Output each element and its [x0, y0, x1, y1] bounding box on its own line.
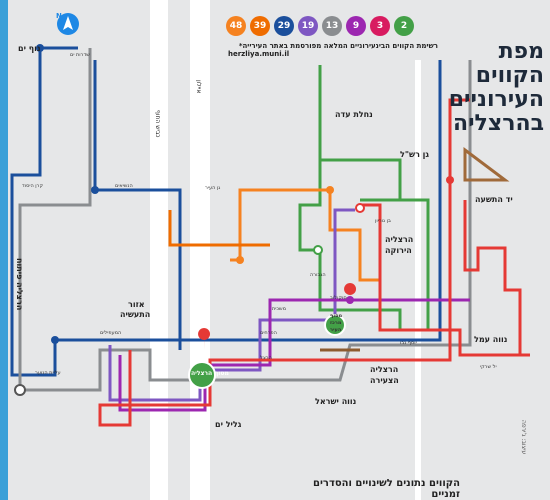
area-label-gail-yam: גליל ים	[215, 420, 242, 429]
area-label-nahalat-ada: נחלת עדה	[335, 110, 373, 119]
ayalon-highway	[190, 0, 210, 500]
title-line: מפת	[498, 39, 544, 64]
area-label-nof-yam: נוף ים	[18, 44, 41, 53]
route-19-line	[108, 208, 355, 402]
street-label: הפרחים	[260, 330, 277, 336]
street-label: יוסף נבו	[400, 340, 417, 346]
street-label: סוקולוב	[330, 295, 347, 301]
stop-marker	[14, 384, 26, 396]
area-label-neve-israel: נווה ישראל	[315, 397, 357, 406]
area-label-herzliya: הרצליה	[385, 235, 414, 244]
notice-line: רשימת הקווים הבינעירוניים המלאה מפורסמת …	[238, 42, 438, 50]
notice: רשימת הקווים הבינעירוניים המלאה מפורסמת …	[228, 42, 438, 58]
route-29-branch	[93, 60, 182, 350]
area-label-hatseira: הצעירה	[370, 376, 399, 385]
area-label-hataasia: התעשיה	[120, 310, 151, 319]
road-label-coastal: כביש החוף	[154, 110, 161, 138]
rail-station-marker[interactable]	[324, 314, 346, 336]
route-3-branch	[360, 203, 530, 357]
route-badge[interactable]: 48	[226, 16, 246, 36]
street-label: שדרות ים	[70, 52, 90, 58]
stop-marker	[236, 256, 244, 264]
route-3-line	[98, 98, 470, 427]
stop-marker	[326, 186, 334, 194]
central-station-marker[interactable]	[188, 361, 216, 389]
route-2-branch	[320, 158, 402, 200]
street-label: הרצל	[260, 355, 272, 361]
footer-note: הקווים נתונים לשינויים והסדרים זמניים	[313, 478, 460, 500]
stop-marker	[355, 203, 365, 213]
route-39-line	[168, 210, 270, 247]
compass: N	[56, 12, 79, 35]
route-2-line	[298, 65, 430, 332]
sea	[0, 0, 8, 500]
rail-station-label[interactable]: מסוף	[330, 313, 343, 319]
street-label: משכית	[272, 306, 286, 312]
stop-marker	[51, 336, 59, 344]
red-outline	[463, 200, 522, 355]
credit: עיצוב: ג'ירפה	[520, 420, 527, 455]
stop-marker	[313, 245, 323, 255]
street-label: יל שרקי	[480, 364, 497, 370]
location-pin-icon	[344, 283, 357, 305]
street-label: הנשיאים	[115, 183, 133, 189]
street-label: בן גוריון	[375, 218, 391, 224]
area-label-neve-amal: נווה עמל	[474, 335, 508, 344]
street-label: הגבורה	[310, 272, 326, 278]
route-badge[interactable]: 3	[370, 16, 390, 36]
area-label-herzliya-pituach: הרצליה פיתוח	[15, 258, 24, 311]
central-station-label[interactable]: מסוף הרצליה	[191, 370, 229, 377]
stop-marker	[36, 44, 44, 52]
stop-marker	[446, 176, 454, 184]
route-badge[interactable]: 9	[346, 16, 366, 36]
compass-label: N	[56, 12, 62, 20]
title-line: העירוניים	[448, 87, 544, 112]
route-badge[interactable]: 2	[394, 16, 414, 36]
route-badge[interactable]: 19	[298, 16, 318, 36]
area-label-ezor: אזור	[128, 300, 145, 309]
road-label-ayalon: איילון	[195, 80, 202, 94]
route-badges: 48 39 29 19 13 9 3 2	[226, 16, 414, 36]
area-label-yad-hatishaa: יד התשעה	[475, 195, 513, 204]
area-label-herzliya: הרצליה	[370, 365, 399, 374]
route-48-line	[230, 188, 380, 282]
street-label: קרן היסוד	[22, 183, 44, 189]
street-label: גן העיר	[205, 185, 221, 191]
notice-url[interactable]: herzliya.muni.il	[228, 50, 290, 58]
street-label: עליית הנוער	[35, 370, 61, 376]
map-title: מפת הקווים העירוניים בהרצליה	[448, 39, 544, 136]
street-label: המעפילים	[100, 330, 122, 336]
rail-station-label: העיר	[330, 327, 342, 333]
title-line: הקווים	[475, 63, 544, 88]
area-label-hayeruka: הירוקה	[385, 246, 412, 255]
rail-station-label: מרכז	[330, 320, 342, 326]
route-badge[interactable]: 13	[322, 16, 342, 36]
brown-loop	[463, 147, 510, 182]
coastal-highway	[150, 0, 168, 500]
route-badge[interactable]: 29	[274, 16, 294, 36]
title-line: בהרצליה	[452, 111, 544, 136]
route-badge[interactable]: 39	[250, 16, 270, 36]
route-13-line	[18, 48, 472, 392]
stop-marker	[91, 186, 99, 194]
location-pin-icon	[198, 328, 211, 350]
route-29-line	[10, 46, 442, 377]
area-label-gan-rashal: גן רש"ל	[400, 150, 429, 159]
